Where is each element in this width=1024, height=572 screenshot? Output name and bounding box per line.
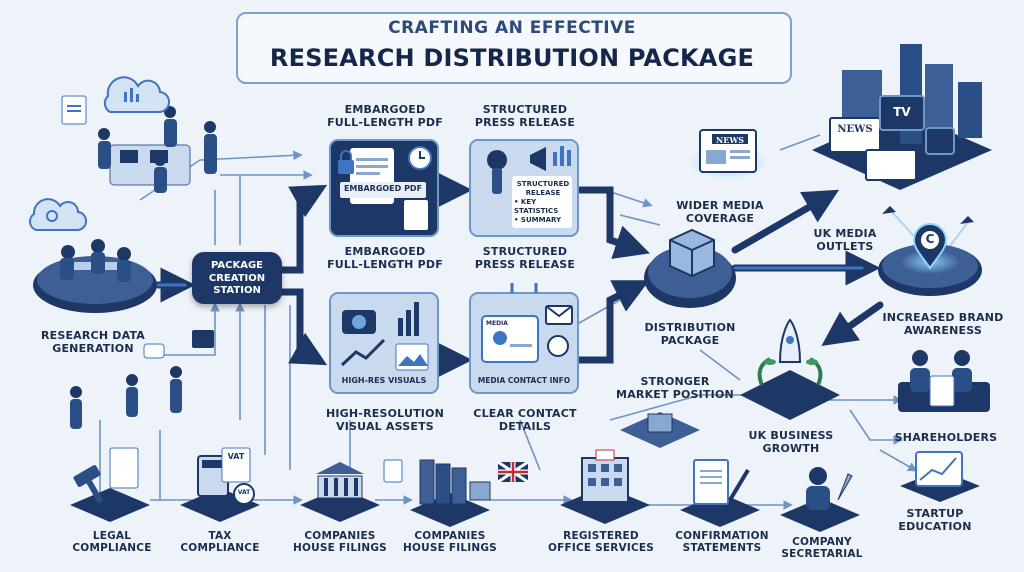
label-companies-1: COMPANIES HOUSE FILINGS [293, 530, 387, 555]
title-line-2: RESEARCH DISTRIBUTION PACKAGE [269, 44, 755, 72]
confirmation-statement-icon [680, 459, 760, 527]
brand-awareness-pin-icon [878, 206, 982, 296]
cloud-settings-icon [29, 198, 87, 232]
cloud-chart-icon [103, 76, 170, 114]
label-companies-2: COMPANIES HOUSE FILINGS [403, 530, 497, 555]
high-res-visuals-card-art [329, 292, 439, 394]
package-creation-station: PACKAGE CREATION STATION [192, 252, 282, 304]
copyright-text: C [925, 232, 935, 246]
team-meeting-illustration [70, 330, 214, 429]
label-research-data: RESEARCH DATA GENERATION [40, 329, 146, 355]
label-brand: INCREASED BRAND AWARENESS [882, 311, 1004, 337]
label-confirmation: CONFIRMATION STATEMENTS [675, 530, 769, 555]
label-contact: CLEAR CONTACT DETAILS [473, 407, 577, 433]
vat-text-2: VAT [237, 489, 251, 496]
press-card-title: STRUCTURED RELEASE [516, 180, 570, 198]
company-secretary-icon [780, 467, 860, 532]
market-position-platform-icon [620, 412, 700, 448]
embargoed-pdf-card-text: EMBARGOED PDF [343, 184, 423, 193]
visuals-card-caption: HIGH-RES VISUALS [341, 376, 427, 385]
registered-office-building-icon [560, 449, 650, 524]
news-tv-text: TV [893, 105, 911, 119]
legal-gavel-icon [70, 447, 150, 522]
label-distribution: DISTRIBUTION PACKAGE [644, 321, 736, 347]
uk-media-city-illustration [812, 44, 992, 190]
label-startup: STARTUP EDUCATION [898, 507, 972, 533]
title-line-1: CRAFTING AN EFFECTIVE [388, 18, 636, 38]
news-big-text: NEWS [837, 124, 873, 135]
startup-education-chart-icon [900, 451, 980, 502]
document-stack-icon [61, 95, 87, 125]
office-team-illustration [98, 106, 217, 193]
label-market: STRONGER MARKET POSITION [616, 375, 734, 401]
label-uk-media: UK MEDIA OUTLETS [813, 227, 877, 253]
companies-house-building-icon [300, 459, 403, 522]
business-growth-rocket-icon [740, 318, 840, 420]
tax-calculator-icon [180, 447, 260, 522]
label-embargoed-top: EMBARGOED FULL-LENGTH PDF [327, 103, 443, 129]
label-shareholders: SHAREHOLDERS [894, 431, 998, 444]
news-small-text: NEWS [715, 135, 745, 145]
filing-binders-icon [410, 459, 491, 527]
label-press-top: STRUCTURED PRESS RELEASE [474, 103, 576, 129]
press-release-card-art [469, 139, 579, 237]
label-legal: LEGAL COMPLIANCE [72, 530, 152, 555]
embargoed-pdf-caption-box: EMBARGOED PDF [340, 182, 426, 196]
shareholders-illustration [898, 350, 990, 412]
label-visuals: HIGH-RESOLUTION VISUAL ASSETS [325, 407, 445, 433]
label-secretarial: COMPANY SECRETARIAL [781, 536, 863, 561]
label-registered: REGISTERED OFFICE SERVICES [547, 530, 654, 555]
press-card-item: • SUMMARY [514, 216, 562, 225]
label-wider-media: WIDER MEDIA COVERAGE [676, 199, 764, 225]
label-tax: TAX COMPLIANCE [180, 530, 260, 555]
label-growth: UK BUSINESS GROWTH [748, 429, 834, 455]
title-box [236, 12, 792, 84]
label-press-bottom: STRUCTURED PRESS RELEASE [474, 245, 576, 271]
vat-text-1: VAT [227, 452, 245, 461]
contact-badge: MEDIA [486, 320, 508, 327]
media-contact-card-art [469, 283, 579, 394]
distribution-package-node [644, 228, 736, 308]
package-station-label: PACKAGE CREATION STATION [208, 260, 266, 296]
main-flow-arrows [154, 172, 884, 378]
contact-card-caption: MEDIA CONTACT INFO [477, 376, 571, 385]
press-card-item: • KEY STATISTICS [514, 198, 559, 216]
label-embargoed-bottom: EMBARGOED FULL-LENGTH PDF [327, 245, 443, 271]
main-flow-arrows-light [156, 266, 864, 287]
uk-flag-icon [497, 460, 529, 484]
press-card-text: STRUCTURED RELEASE • KEY STATISTICS • SU… [514, 180, 572, 225]
wider-media-newspaper-icon [688, 129, 768, 180]
research-data-node [33, 239, 157, 313]
